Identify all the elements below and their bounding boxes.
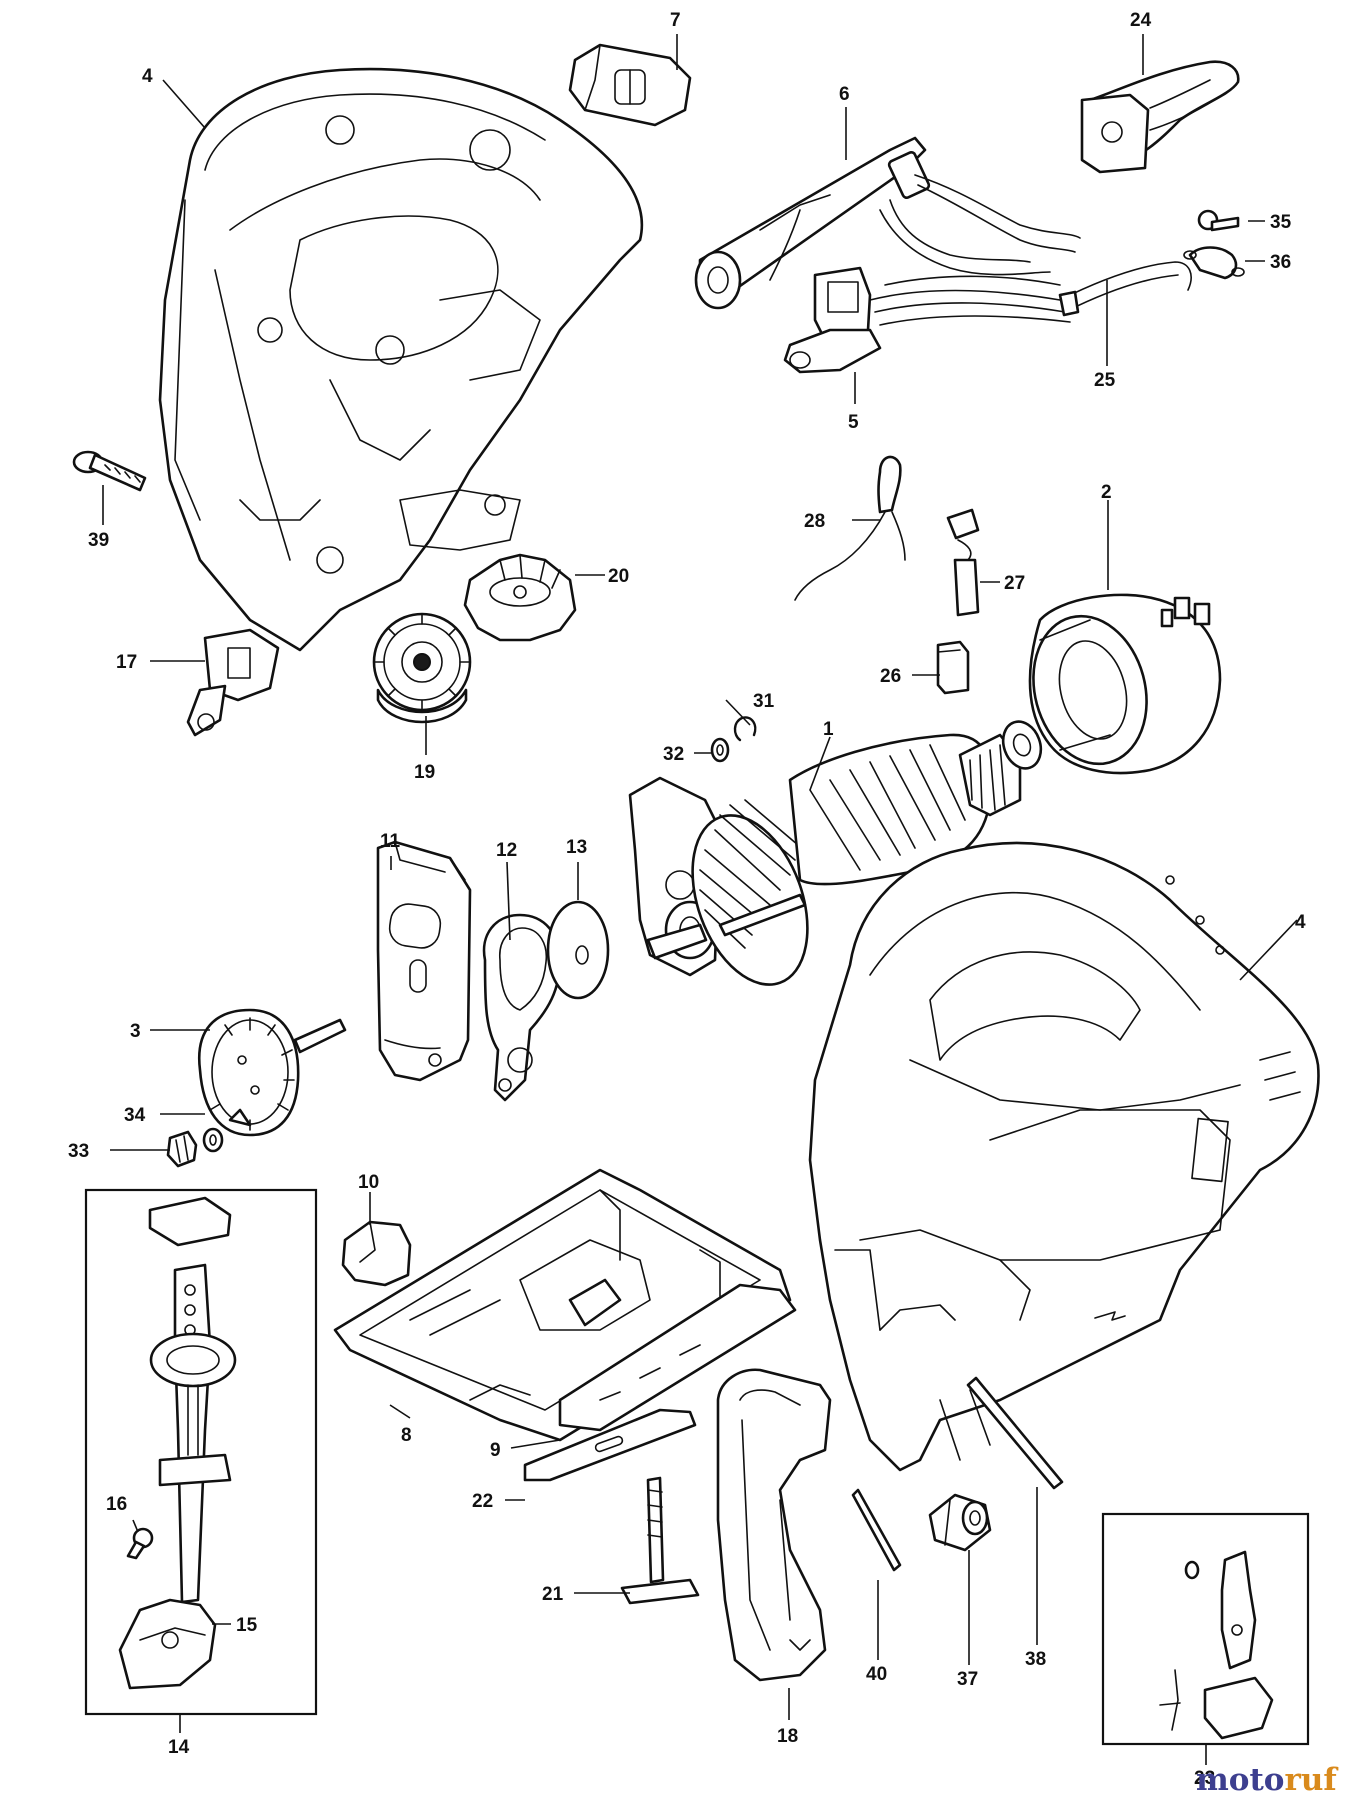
part-35-screw bbox=[1197, 209, 1240, 232]
part-37-roller bbox=[928, 1493, 992, 1552]
part-16-screw bbox=[126, 1527, 154, 1560]
part-5-switch bbox=[783, 266, 882, 374]
part-39-screw bbox=[72, 450, 147, 492]
part-10-knob bbox=[341, 1220, 412, 1287]
part-32-washer bbox=[710, 737, 730, 763]
watermark: motoruf bbox=[1196, 1762, 1338, 1798]
label-12: 12 bbox=[496, 840, 517, 861]
part-1-armature bbox=[628, 720, 1043, 986]
part-40-pin bbox=[851, 1488, 902, 1572]
label-13: 13 bbox=[566, 837, 587, 858]
label-24: 24 bbox=[1130, 10, 1152, 31]
part-7 bbox=[568, 43, 692, 127]
label-19: 19 bbox=[414, 762, 435, 783]
part-2-stator bbox=[1028, 593, 1222, 775]
label-20: 20 bbox=[608, 566, 629, 587]
label-16: 16 bbox=[106, 1494, 127, 1515]
part-6-switch-board bbox=[694, 136, 1081, 310]
label-8: 8 bbox=[401, 1425, 412, 1446]
part-31-circlip bbox=[733, 716, 757, 742]
label-39: 39 bbox=[88, 530, 109, 551]
label-14: 14 bbox=[168, 1737, 190, 1758]
part-36-cord-clamp bbox=[1183, 246, 1245, 280]
part-8-base-plate bbox=[333, 1168, 792, 1442]
part-24-strain-relief bbox=[1080, 60, 1240, 174]
leader-lines bbox=[102, 34, 1298, 1765]
part-labels: 4 7 24 6 35 36 25 5 2 28 39 20 27 17 26 … bbox=[68, 10, 1306, 1789]
watermark-text: motoruf bbox=[1196, 1762, 1338, 1798]
label-35: 35 bbox=[1270, 212, 1292, 233]
part-33-nut bbox=[166, 1130, 198, 1168]
part-26-carbon-brush bbox=[936, 640, 970, 695]
label-22: 22 bbox=[472, 1491, 493, 1512]
label-6: 6 bbox=[839, 84, 850, 105]
label-37: 37 bbox=[957, 1669, 978, 1690]
watermark-part2: ruf bbox=[1284, 1762, 1338, 1798]
label-9: 9 bbox=[490, 1440, 501, 1461]
label-10: 10 bbox=[358, 1172, 379, 1193]
part-34-washer bbox=[202, 1127, 224, 1153]
label-33: 33 bbox=[68, 1141, 89, 1162]
part-17-lever bbox=[186, 628, 280, 737]
label-18: 18 bbox=[777, 1726, 798, 1747]
part-22-rail bbox=[523, 1408, 697, 1482]
label-32: 32 bbox=[663, 744, 684, 765]
label-26: 26 bbox=[880, 666, 901, 687]
part-4-housing-right bbox=[808, 841, 1320, 1472]
part-3-gear bbox=[197, 1008, 347, 1137]
part-13-disc bbox=[546, 900, 610, 1000]
label-28: 28 bbox=[804, 511, 825, 532]
part-23-kit-box bbox=[1101, 1512, 1310, 1746]
label-4-right: 4 bbox=[1295, 912, 1306, 933]
label-2: 2 bbox=[1101, 482, 1112, 503]
part-11-plate bbox=[376, 840, 472, 1082]
label-3: 3 bbox=[130, 1021, 141, 1042]
part-18-adaptor bbox=[716, 1368, 832, 1682]
label-21: 21 bbox=[542, 1584, 564, 1605]
part-25-cord bbox=[869, 261, 1192, 326]
part-27-brush-spring bbox=[946, 508, 980, 617]
label-23: 23 bbox=[1194, 1768, 1215, 1789]
label-7: 7 bbox=[670, 10, 681, 31]
label-27: 27 bbox=[1004, 573, 1025, 594]
label-38: 38 bbox=[1025, 1649, 1046, 1670]
label-36: 36 bbox=[1270, 252, 1291, 273]
part-28-wire bbox=[794, 455, 906, 601]
label-34: 34 bbox=[124, 1105, 146, 1126]
part-21-clamp-screw bbox=[620, 1476, 700, 1605]
part-9-slide bbox=[558, 1283, 797, 1432]
label-40: 40 bbox=[866, 1664, 887, 1685]
part-20-gear bbox=[463, 553, 577, 642]
label-5: 5 bbox=[848, 412, 859, 433]
label-25: 25 bbox=[1094, 370, 1116, 391]
part-14-kit-box bbox=[84, 1188, 318, 1716]
label-31: 31 bbox=[753, 691, 775, 712]
label-15: 15 bbox=[236, 1615, 258, 1636]
label-4-top: 4 bbox=[142, 66, 153, 87]
label-17: 17 bbox=[116, 652, 137, 673]
part-4-housing-left bbox=[158, 67, 644, 652]
label-11: 11 bbox=[380, 831, 401, 852]
watermark-part1: moto bbox=[1196, 1762, 1284, 1798]
part-19-gear bbox=[372, 612, 472, 724]
part-38-rod bbox=[966, 1376, 1064, 1490]
label-1: 1 bbox=[823, 719, 834, 740]
